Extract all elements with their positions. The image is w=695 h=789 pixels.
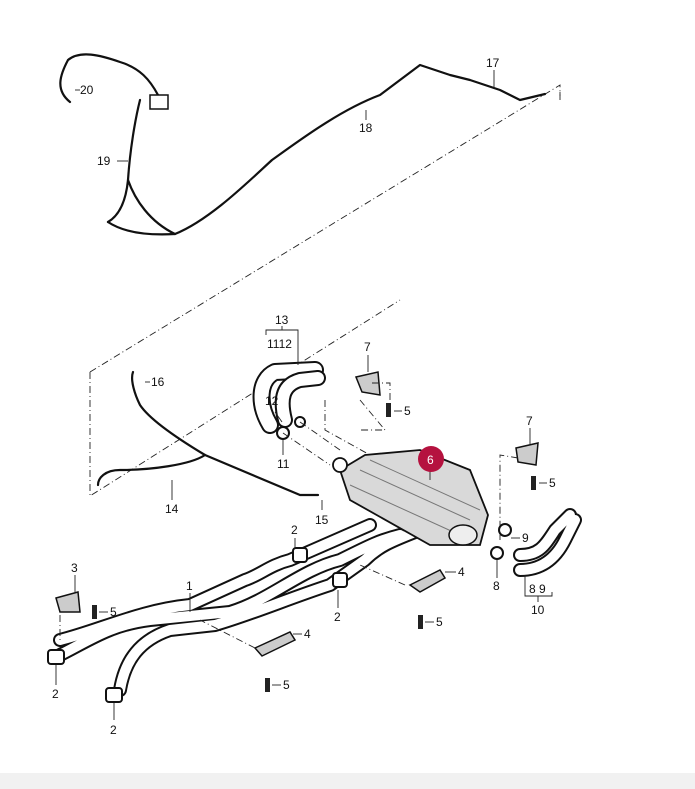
part-label-2[interactable]: 2 [291, 523, 298, 537]
hanger-4 [253, 631, 297, 657]
part-label-8-9[interactable]: 8 9 [529, 582, 546, 596]
part-label-4[interactable]: 4 [458, 565, 465, 579]
assembly-boundary [89, 84, 561, 497]
part-label-19[interactable]: 19 [97, 154, 111, 168]
part-label-10[interactable]: 10 [531, 603, 545, 617]
part-label-8[interactable]: 8 [493, 579, 500, 593]
clamp-2 [292, 547, 308, 563]
clamp-2 [47, 649, 65, 665]
exhaust-system-parts-diagram: 20 17 18 19 13 1112 7 16 12 5 7 6 11 5 9… [47, 53, 582, 737]
bolt-5 [418, 615, 434, 629]
part-label-5[interactable]: 5 [110, 605, 117, 619]
bolt-5 [386, 403, 402, 417]
footer-bar [0, 773, 695, 789]
part-callout-6-highlighted[interactable]: 6 [418, 446, 444, 472]
part-label-15[interactable]: 15 [315, 513, 329, 527]
rear-muffler-6 [332, 449, 489, 546]
part-label-12[interactable]: 12 [265, 394, 279, 408]
highlight-circle [418, 446, 444, 472]
clamp-2 [105, 687, 123, 703]
hanger-3 [55, 591, 81, 613]
bracket-7 [354, 371, 381, 396]
part-label-18[interactable]: 18 [359, 121, 373, 135]
line-14 [96, 370, 320, 497]
part-label-2[interactable]: 2 [334, 610, 341, 624]
part-label-5[interactable]: 5 [283, 678, 290, 692]
line-assembly-18 [59, 53, 547, 236]
bracket-7 [515, 442, 539, 466]
part-label-11-12[interactable]: 1112 [267, 337, 292, 351]
bolt-5 [531, 476, 547, 490]
clamp-2 [332, 572, 348, 588]
part-label-17[interactable]: 17 [486, 56, 500, 70]
bolt-5 [92, 605, 108, 619]
part-label-7[interactable]: 7 [526, 414, 533, 428]
part-label-4[interactable]: 4 [304, 627, 311, 641]
part-label-1[interactable]: 1 [186, 579, 193, 593]
part-label-11[interactable]: 11 [277, 457, 290, 471]
hanger-4 [408, 569, 447, 593]
part-label-5[interactable]: 5 [436, 615, 443, 629]
bolt-5 [265, 678, 281, 692]
part-label-9[interactable]: 9 [522, 531, 529, 545]
part-label-13[interactable]: 13 [275, 313, 289, 327]
part-label-7[interactable]: 7 [364, 340, 371, 354]
part-label-5[interactable]: 5 [404, 404, 411, 418]
part-label-20[interactable]: 20 [80, 83, 94, 97]
part-label-6[interactable]: 6 [427, 453, 434, 467]
part-label-16[interactable]: 16 [151, 375, 165, 389]
part-label-3[interactable]: 3 [71, 561, 78, 575]
part-label-5[interactable]: 5 [549, 476, 556, 490]
part-label-2[interactable]: 2 [110, 723, 117, 737]
part-label-14[interactable]: 14 [165, 502, 179, 516]
part-label-2[interactable]: 2 [52, 687, 59, 701]
tailpipes-10 [513, 508, 582, 577]
hose-assembly-13 [252, 361, 326, 434]
